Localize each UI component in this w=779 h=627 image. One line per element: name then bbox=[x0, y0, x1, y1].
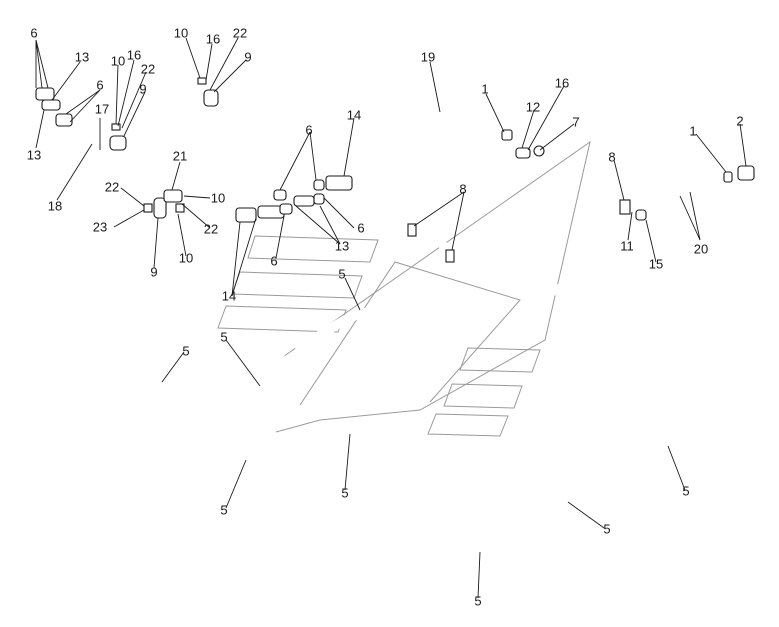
clamp-6b bbox=[55, 113, 73, 127]
clamp-6f bbox=[313, 193, 325, 205]
callout-22a: 22 bbox=[141, 61, 155, 76]
callout-16c: 16 bbox=[555, 75, 569, 90]
clamp-9b bbox=[203, 89, 219, 107]
connector-14c bbox=[325, 175, 353, 191]
plug-2 bbox=[737, 165, 755, 181]
callout-5f: 5 bbox=[474, 593, 481, 608]
clamp-9c bbox=[153, 197, 167, 219]
tube-5e bbox=[295, 423, 401, 473]
fitting-10b bbox=[197, 77, 207, 85]
callout-15: 15 bbox=[649, 256, 663, 271]
fitting-10c bbox=[175, 203, 185, 213]
callout-18: 18 bbox=[48, 198, 62, 213]
callout-12: 12 bbox=[526, 99, 540, 114]
tube-5c bbox=[295, 306, 408, 353]
callout-16b: 16 bbox=[206, 31, 220, 46]
callout-22d: 22 bbox=[204, 221, 218, 236]
tube-5b bbox=[187, 355, 288, 411]
callout-10a: 10 bbox=[111, 53, 125, 68]
callout-1a: 1 bbox=[481, 81, 488, 96]
callout-17: 17 bbox=[95, 101, 109, 116]
connector-13c bbox=[293, 195, 315, 207]
callout-20: 20 bbox=[694, 241, 708, 256]
tube-5f bbox=[411, 507, 521, 555]
callout-14b: 14 bbox=[347, 107, 361, 122]
clip-8b bbox=[445, 249, 455, 263]
tube-main bbox=[347, 175, 725, 300]
clamp-6e bbox=[313, 179, 325, 191]
callout-5b: 5 bbox=[220, 329, 227, 344]
callout-10c: 10 bbox=[211, 190, 225, 205]
callout-10b: 10 bbox=[174, 25, 188, 40]
clip-8a bbox=[407, 223, 417, 237]
callout-5d: 5 bbox=[220, 502, 227, 517]
callout-13c: 13 bbox=[335, 238, 349, 253]
clamp-6a bbox=[35, 87, 55, 101]
fitting-23 bbox=[143, 203, 153, 213]
callout-13b: 13 bbox=[27, 147, 41, 162]
callout-5g: 5 bbox=[603, 521, 610, 536]
fitting-10a bbox=[111, 123, 121, 131]
fitting-15 bbox=[635, 209, 647, 221]
tube-5h bbox=[597, 421, 719, 463]
tube-5g bbox=[523, 455, 605, 545]
callout-9b: 9 bbox=[244, 49, 251, 64]
tube-5d bbox=[231, 415, 293, 469]
clamp-6d bbox=[279, 203, 293, 215]
fittings bbox=[35, 77, 755, 263]
callout-6c: 6 bbox=[305, 122, 312, 137]
callout-6a: 6 bbox=[30, 25, 37, 40]
callout-6b: 6 bbox=[96, 77, 103, 92]
callout-8b: 8 bbox=[608, 149, 615, 164]
callout-9a: 9 bbox=[139, 81, 146, 96]
fitting-21 bbox=[163, 189, 183, 203]
cap-1a bbox=[501, 129, 513, 141]
callout-22b: 22 bbox=[233, 25, 247, 40]
callout-2: 2 bbox=[736, 113, 743, 128]
callout-13a: 13 bbox=[75, 49, 89, 64]
callout-5c: 5 bbox=[338, 266, 345, 281]
callouts: 6 13 6 13 18 10 16 22 9 17 10 16 22 9 21… bbox=[27, 25, 744, 608]
cap-1b bbox=[723, 171, 733, 183]
callout-6d: 6 bbox=[270, 253, 277, 268]
callout-5e: 5 bbox=[341, 485, 348, 500]
clamp-6c bbox=[273, 189, 287, 201]
callout-16a: 16 bbox=[127, 47, 141, 62]
callout-21: 21 bbox=[173, 148, 187, 163]
callout-23: 23 bbox=[93, 219, 107, 234]
callout-5a: 5 bbox=[182, 343, 189, 358]
callout-22c: 22 bbox=[105, 179, 119, 194]
leader-lines bbox=[35, 37, 747, 599]
tube-5a bbox=[145, 373, 172, 423]
background-logo bbox=[217, 140, 591, 437]
clamp-9a bbox=[109, 135, 127, 151]
callout-19: 19 bbox=[421, 49, 435, 64]
callout-14a: 14 bbox=[222, 288, 236, 303]
washer-7 bbox=[533, 145, 545, 157]
callout-7: 7 bbox=[572, 114, 579, 129]
fuel-lines bbox=[58, 112, 725, 555]
callout-8a: 8 bbox=[459, 181, 466, 196]
callout-9c: 9 bbox=[150, 264, 157, 279]
fitting-12 bbox=[515, 147, 531, 159]
clip-8c bbox=[619, 199, 631, 215]
tube-18 bbox=[58, 116, 254, 221]
callout-11: 11 bbox=[620, 238, 634, 253]
connector-13a bbox=[41, 99, 61, 111]
callout-5h: 5 bbox=[682, 483, 689, 498]
callout-6e: 6 bbox=[357, 220, 364, 235]
callout-1b: 1 bbox=[689, 123, 696, 138]
callout-10d: 10 bbox=[179, 250, 193, 265]
tube-19 bbox=[335, 112, 503, 188]
connector-14a bbox=[235, 207, 257, 223]
